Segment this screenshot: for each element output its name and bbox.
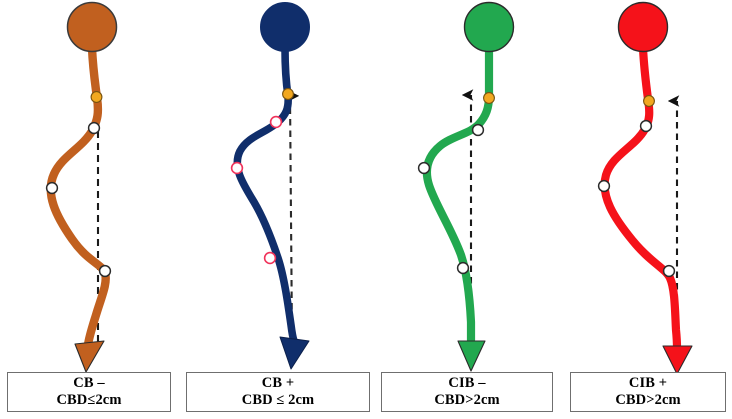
panel-4-label-line-1: CIB + xyxy=(628,374,668,391)
panel-3-green xyxy=(417,1,515,372)
panel-3-terminal-arrowhead xyxy=(457,340,486,372)
panel-4-terminal-arrowhead xyxy=(662,345,693,375)
panel-1-amber-marker xyxy=(90,91,103,103)
panel-3-label-line-2: CBD>2cm xyxy=(434,392,500,408)
panel-1-label-line-2: CBD≤2cm xyxy=(56,392,122,408)
panel-2-head-circle xyxy=(260,2,310,52)
panel-2-dashed-reference-line xyxy=(287,90,300,339)
panel-1-label-line-1: CB – xyxy=(73,374,105,391)
panel-3-marker-middle xyxy=(417,161,431,175)
panel-2-label-line-2: CBD ≤ 2cm xyxy=(241,392,315,408)
panel-4-marker-middle xyxy=(597,179,611,193)
panel-4-marker-upper xyxy=(639,119,653,133)
panel-1-head-circle xyxy=(66,1,118,53)
panel-3-stem-curve xyxy=(422,43,494,347)
panel-1-label-box: CB – CBD≤2cm xyxy=(7,372,171,412)
panel-2-label-line-1: CB + xyxy=(261,374,295,391)
panel-2-label-box: CB + CBD ≤ 2cm xyxy=(186,372,370,412)
panel-1-marker-lower xyxy=(98,264,112,278)
panel-4-label-line-2: CBD>2cm xyxy=(615,392,681,408)
panel-3-marker-upper xyxy=(471,123,485,137)
panel-4-head-circle xyxy=(617,1,669,53)
panel-2-navy xyxy=(230,2,310,370)
panel-3-head-circle xyxy=(463,1,515,53)
panel-2-marker-upper xyxy=(269,115,283,129)
panel-3-label-line-1: CIB – xyxy=(448,374,486,391)
panel-2-marker-lower xyxy=(263,251,277,265)
panel-1-orange xyxy=(45,1,118,373)
panel-1-terminal-arrowhead xyxy=(74,340,105,373)
panel-3-label-box: CIB – CBD>2cm xyxy=(381,372,553,412)
panel-4-marker-lower xyxy=(662,264,676,278)
panel-1-marker-middle xyxy=(45,181,59,195)
panel-2-amber-marker xyxy=(282,88,294,100)
panel-4-stem-curve xyxy=(600,43,682,353)
panel-4-label-box: CIB + CBD>2cm xyxy=(570,372,726,412)
panel-3-amber-marker xyxy=(483,92,495,104)
panel-2-terminal-arrowhead xyxy=(279,336,310,370)
panel-3-marker-lower xyxy=(456,261,470,275)
panel-4-amber-marker xyxy=(643,95,655,107)
panel-2-marker-middle xyxy=(230,161,244,175)
panel-1-marker-upper xyxy=(87,121,101,135)
panel-4-red xyxy=(597,1,693,375)
